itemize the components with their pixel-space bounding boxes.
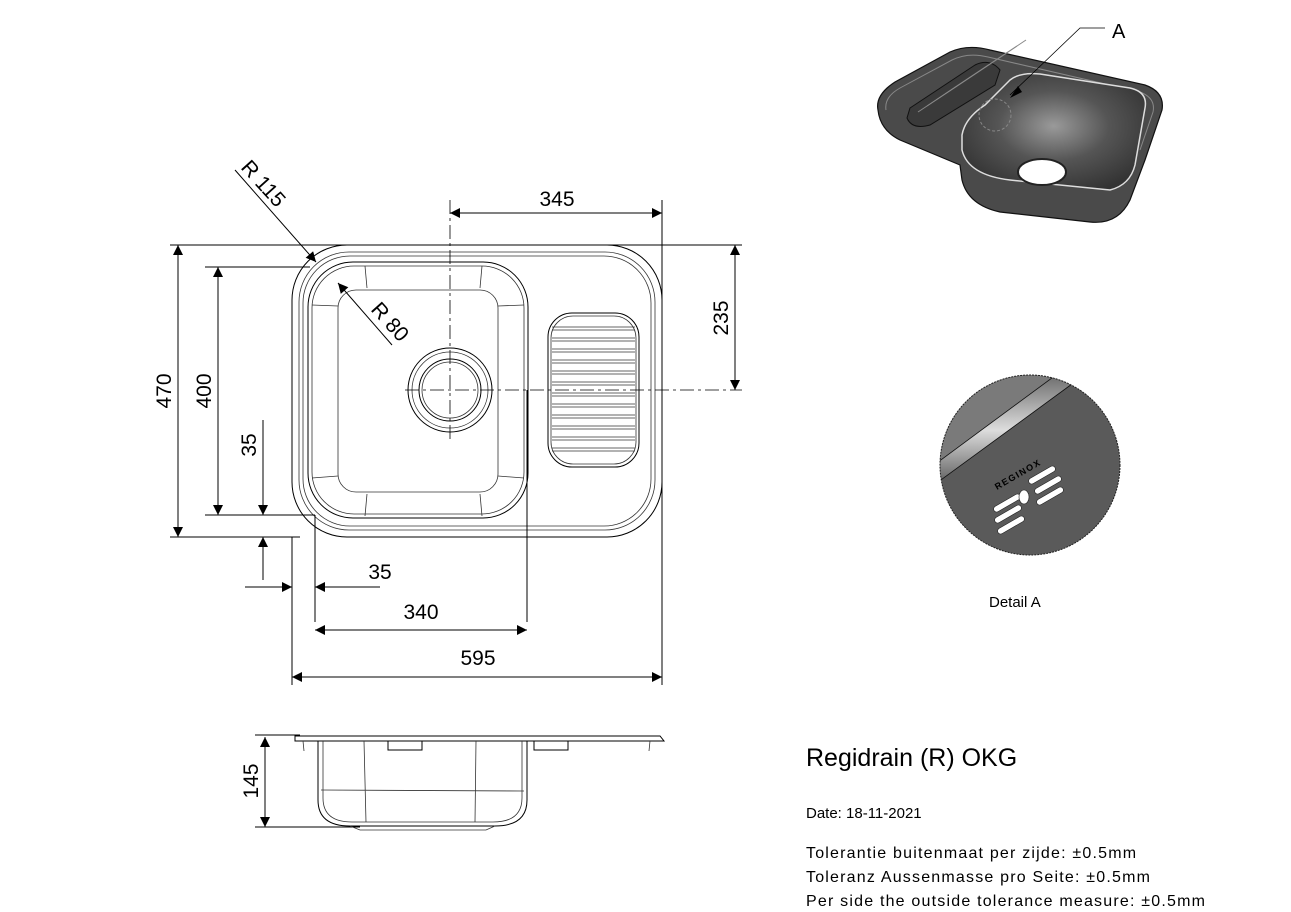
dim-35-vertical: 35 (238, 433, 261, 456)
iso-drain (1017, 158, 1067, 186)
drainboard-rib (552, 436, 635, 441)
iso-rib (980, 39, 1027, 71)
dim-35-horizontal: 35 (368, 561, 391, 584)
drainboard-rib (552, 381, 635, 386)
drainboard-rib (552, 392, 635, 397)
drainboard-rib (552, 337, 635, 342)
product-title: Regidrain (R) OKG (806, 744, 1018, 772)
bowl (307, 261, 529, 519)
plan-view (291, 200, 742, 538)
detail-a-view: REGINOX (939, 374, 1121, 556)
tolerance-en: Per side the outside tolerance measure: … (806, 893, 1207, 910)
dimension-labels: 345 235 470 400 35 35 340 595 R 115 R 80 (153, 156, 733, 670)
drainboard-rib (552, 359, 635, 364)
drainboard-rib (552, 326, 635, 331)
drawing-date: Date: 18-11-2021 (806, 805, 922, 822)
tolerance-de: Toleranz Aussenmasse pro Seite: ±0.5mm (806, 869, 1152, 886)
dim-r80: R 80 (366, 298, 413, 346)
tolerance-nl: Tolerantie buitenmaat per zijde: ±0.5mm (806, 845, 1138, 862)
drainboard-rib (552, 348, 635, 353)
drainboard-rib (552, 447, 635, 452)
dim-r115: R 115 (236, 156, 290, 212)
drainboard-rib (552, 425, 635, 430)
dim-400: 400 (193, 373, 216, 408)
dim-145: 145 (240, 763, 263, 798)
dim-345: 345 (539, 188, 574, 211)
callout-a-label: A (1112, 21, 1126, 43)
side-view: 145 (240, 734, 666, 831)
dim-235: 235 (710, 300, 733, 335)
drainboard-rib (552, 403, 635, 408)
drainboard-rib (552, 414, 635, 419)
detail-a-caption: Detail A (989, 594, 1041, 611)
drainboard-rib (552, 370, 635, 375)
dimensions (170, 169, 742, 685)
dim-595: 595 (460, 647, 495, 670)
dim-470: 470 (153, 373, 176, 408)
isometric-view (877, 27, 1163, 223)
dim-340: 340 (403, 601, 438, 624)
